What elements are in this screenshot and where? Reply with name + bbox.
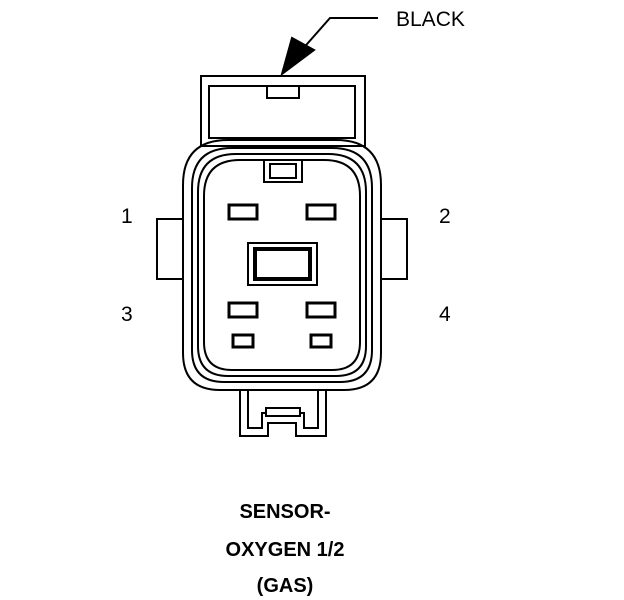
bottom-lock-center xyxy=(265,407,301,417)
pin-label-4: 4 xyxy=(439,303,451,326)
center-block-inner xyxy=(253,247,312,281)
color-label: BLACK xyxy=(396,8,465,31)
title-line-3: (GAS) xyxy=(256,575,314,597)
pin-4-cavity xyxy=(305,301,337,319)
leader-arrowhead xyxy=(280,36,316,77)
connector-body-mid xyxy=(191,147,373,383)
top-latch-notch xyxy=(266,85,300,99)
bottom-lock-outer xyxy=(239,390,327,437)
small-cavity-right xyxy=(309,333,333,349)
pin-label-3: 3 xyxy=(121,303,133,326)
title-line-1: SENSOR- xyxy=(239,501,331,523)
key-slot-inner xyxy=(269,163,297,179)
bottom-lock-left xyxy=(247,390,266,429)
small-cavity-left xyxy=(231,333,255,349)
top-latch-inner xyxy=(208,85,356,139)
pin-label-2: 2 xyxy=(439,205,451,228)
connector-face-inner xyxy=(203,159,361,371)
pin-3-cavity xyxy=(227,301,259,319)
key-slot-outer xyxy=(263,159,303,183)
connector-face xyxy=(197,153,367,377)
pin-label-1: 1 xyxy=(121,205,133,228)
right-side-tab xyxy=(380,218,408,280)
left-side-tab xyxy=(156,218,184,280)
top-latch-outer xyxy=(200,75,366,147)
pin-1-cavity xyxy=(227,203,259,221)
title-line-2: OXYGEN 1/2 xyxy=(225,539,345,561)
connector-body-outer xyxy=(182,139,382,391)
color-leader-line xyxy=(299,17,378,53)
pin-2-cavity xyxy=(305,203,337,221)
bottom-lock-right xyxy=(300,390,319,429)
center-block-outer xyxy=(247,242,318,286)
